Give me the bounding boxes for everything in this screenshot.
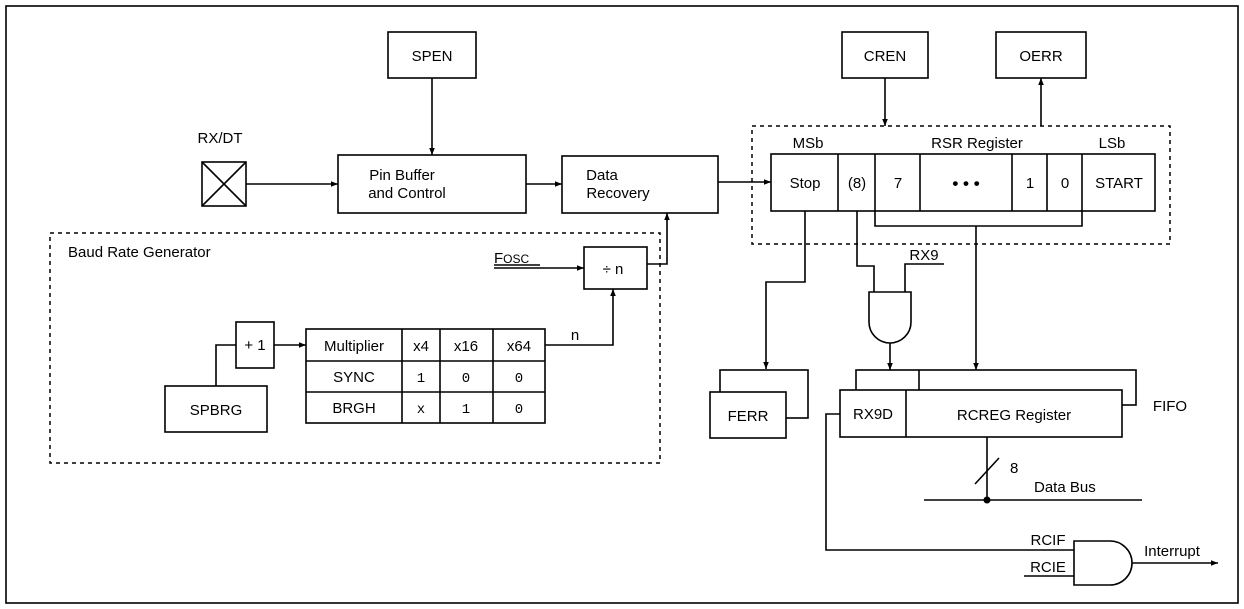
bus-width-slash	[974, 457, 1000, 485]
msb-label: MSb	[793, 135, 824, 152]
interrupt-label: Interrupt	[1144, 543, 1201, 560]
bus-width-label: 8	[1010, 460, 1018, 477]
table-header-x64: x64	[507, 338, 531, 355]
data-recovery-label-line1: Data	[586, 167, 618, 184]
table-sync-x16: 0	[462, 371, 470, 387]
spbrg-label: SPBRG	[190, 402, 243, 419]
data-recovery-box: Data Recovery	[561, 155, 719, 214]
pin-buffer-label-line2: and Control	[368, 185, 446, 202]
pin-buffer-control-box: Pin Buffer and Control	[337, 154, 527, 214]
bit8-to-and-gate-line	[856, 211, 875, 292]
rsr-data-bits-bracket	[874, 211, 1083, 227]
stop-bit-to-ferr-line	[763, 211, 806, 369]
fosc-label: FOSC	[494, 250, 530, 267]
table-sync-x4: 1	[417, 371, 425, 387]
rsr-bit-0: 0	[1061, 175, 1069, 192]
data-bus-label: Data Bus	[1034, 479, 1096, 496]
divider-to-data-recovery-line	[647, 213, 670, 265]
divide-n-label: ÷ n	[603, 261, 624, 278]
table-brgh-x4: x	[417, 402, 425, 418]
n-label: n	[571, 327, 579, 344]
rsr-bit-8: (8)	[848, 175, 866, 192]
rsr-bit-start: START	[1095, 175, 1143, 192]
rx-dt-pin-icon	[201, 161, 247, 207]
rsr-register-label: RSR Register	[931, 135, 1023, 152]
baud-rate-generator-label: Baud Rate Generator	[68, 244, 211, 261]
multiplier-table: Multiplier x4 x16 x64 SYNC 1 0 0 BRGH x …	[305, 328, 546, 424]
table-header-multiplier: Multiplier	[324, 338, 384, 355]
rsr-bit-7: 7	[894, 175, 902, 192]
rsr-bit-stop: Stop	[790, 175, 821, 192]
cren-box: CREN	[841, 31, 929, 79]
table-row-brgh-label: BRGH	[332, 400, 375, 417]
rcif-label: RCIF	[1031, 532, 1066, 549]
lsb-label: LSb	[1099, 135, 1126, 152]
figure-frame	[5, 5, 1239, 604]
ferr-label: FERR	[728, 408, 769, 425]
fifo-label: FIFO	[1153, 398, 1187, 415]
table-row-sync-label: SYNC	[333, 369, 375, 386]
rx9-to-and-gate-line	[904, 263, 944, 292]
plus-one-label: + 1	[244, 337, 265, 354]
rx9d-label: RX9D	[853, 406, 893, 423]
table-header-x16: x16	[454, 338, 478, 355]
rsr-register-dashed-region	[751, 125, 1171, 245]
rcie-label: RCIE	[1030, 559, 1066, 576]
rcreg-register-label: RCREG Register	[957, 407, 1071, 424]
table-brgh-x16: 1	[462, 402, 470, 418]
ferr-stack: FERR	[709, 369, 809, 439]
cren-label: CREN	[864, 48, 907, 65]
data-recovery-label-line2: Recovery	[586, 185, 650, 202]
plus-one-box: + 1	[235, 321, 275, 369]
rx9-and-gate-icon	[868, 291, 912, 344]
rx-dt-label: RX/DT	[198, 130, 243, 147]
table-brgh-x64: 0	[515, 402, 523, 418]
rx9-label: RX9	[909, 247, 938, 264]
oerr-box: OERR	[995, 31, 1087, 79]
rx9d-to-rcif-line	[825, 413, 1074, 551]
spbrg-box: SPBRG	[164, 385, 268, 433]
rcreg-fifo-stack: RX9D RCREG Register	[839, 369, 1137, 438]
rsr-bit-1: 1	[1026, 175, 1034, 192]
table-header-x4: x4	[413, 338, 429, 355]
divide-by-n-box: ÷ n	[583, 246, 648, 290]
table-sync-x64: 0	[515, 371, 523, 387]
oerr-label: OERR	[1019, 48, 1063, 65]
spen-box: SPEN	[387, 31, 477, 79]
interrupt-and-gate-icon	[1073, 540, 1133, 586]
data-bus-junction	[983, 496, 991, 504]
pin-buffer-label-line1: Pin Buffer	[369, 167, 435, 184]
multiplier-to-divider-line	[545, 289, 616, 346]
spbrg-to-plus-one-line	[215, 344, 236, 386]
rsr-bits-ellipsis: • • •	[952, 174, 979, 193]
baud-rate-generator-dashed-region	[49, 232, 661, 464]
spen-label: SPEN	[412, 48, 453, 65]
rsr-register-cells: Stop (8) 7 • • • 1 0 START	[770, 153, 1156, 212]
